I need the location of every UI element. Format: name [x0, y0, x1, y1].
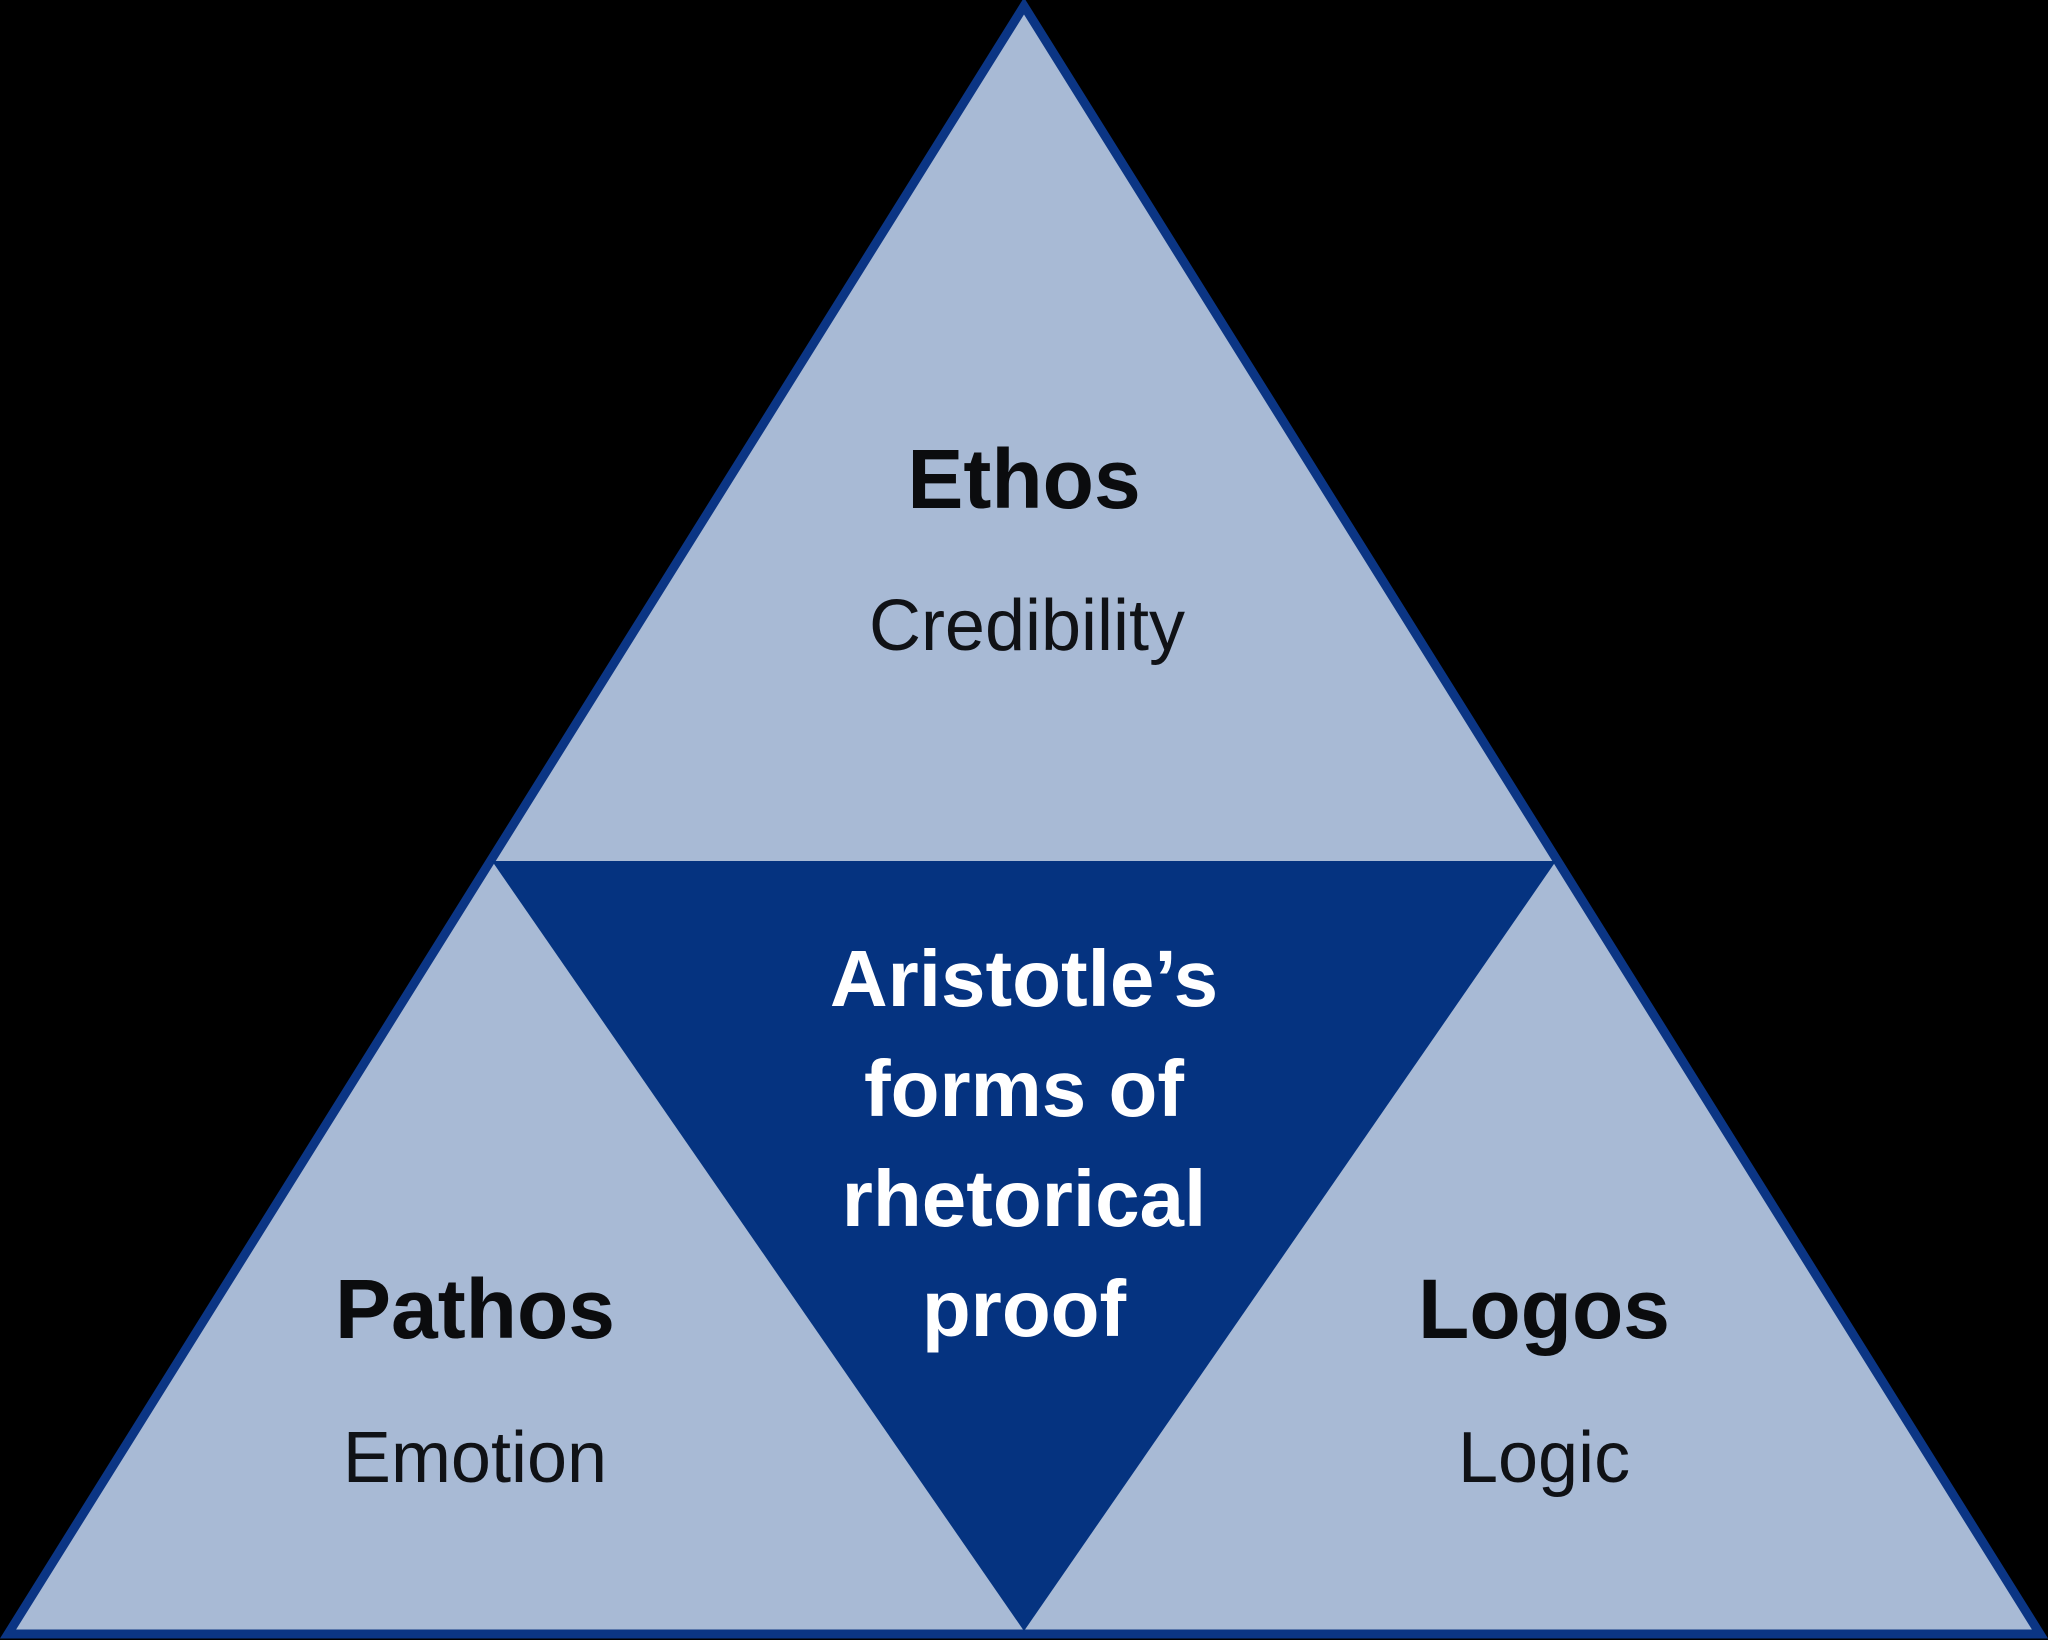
logos-label: Logos — [1418, 1262, 1670, 1356]
ethos-label: Ethos — [907, 432, 1140, 526]
center-label-line-3: rhetorical — [842, 1154, 1207, 1243]
pathos-label: Pathos — [335, 1262, 615, 1356]
center-label-line-1: Aristotle’s — [830, 934, 1218, 1023]
logos-descriptor: Logic — [1458, 1418, 1630, 1498]
center-label-line-2: forms of — [864, 1044, 1184, 1133]
ethos-descriptor: Credibility — [869, 586, 1185, 666]
pathos-descriptor: Emotion — [343, 1418, 607, 1498]
center-inverted-triangle — [492, 861, 1556, 1631]
center-label-line-4: proof — [922, 1264, 1127, 1353]
